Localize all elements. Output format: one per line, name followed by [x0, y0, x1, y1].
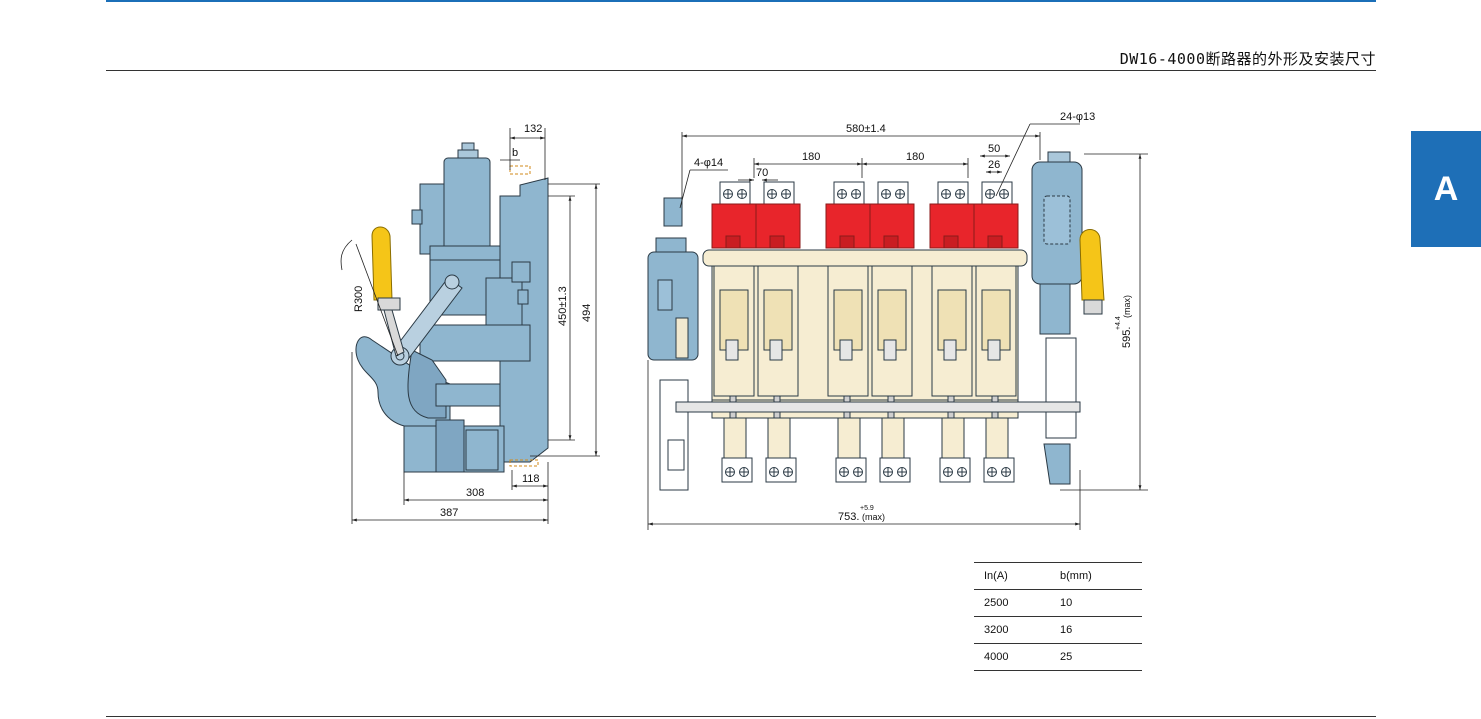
dim-753-tol: +5.9 — [860, 505, 874, 512]
pole-lower-bus — [837, 417, 861, 459]
dim-132: 132 — [524, 123, 542, 135]
dim-580: 580±1.4 — [846, 123, 886, 135]
front-left-accessory — [647, 251, 699, 361]
dim-r300: R300 — [353, 286, 365, 312]
pole-lower-bus — [941, 417, 965, 459]
pole-red-cover — [973, 203, 1019, 249]
dim-180-b: 180 — [906, 151, 924, 163]
table-header-row: In(A) b(mm) — [974, 562, 1142, 590]
cell-in: 2500 — [974, 589, 1049, 617]
dim-595-tol: +4.4 — [1115, 316, 1122, 330]
side-dim-lines — [340, 128, 600, 524]
front-poles — [711, 181, 1019, 483]
dim-50: 50 — [988, 143, 1000, 155]
pole-lower-bus — [985, 417, 1009, 459]
dim-118: 118 — [522, 473, 540, 485]
table-row: 4000 25 — [974, 643, 1142, 671]
dim-494: 494 — [581, 304, 593, 322]
dim-holes-24: 24-φ13 — [1060, 111, 1095, 123]
section-tab[interactable]: A — [1411, 131, 1481, 247]
cell-b: 10 — [1048, 589, 1142, 617]
side-mounting-plate — [499, 177, 549, 463]
cell-in: 3200 — [974, 616, 1049, 644]
dim-387: 387 — [440, 507, 458, 519]
front-dim-lines — [647, 123, 1148, 530]
header-b: b(mm) — [1048, 562, 1142, 590]
pole-lower-bus — [767, 417, 791, 459]
table-row: 3200 16 — [974, 616, 1142, 644]
side-view — [355, 142, 549, 473]
dim-450: 450±1.3 — [557, 286, 569, 326]
dim-595-max: (max) — [1122, 295, 1132, 318]
dim-308: 308 — [466, 487, 484, 499]
pole-red-cover — [711, 203, 757, 249]
dim-595: 595. — [1121, 327, 1133, 348]
cell-b: 25 — [1048, 643, 1142, 671]
page-title: DW16-4000断路器的外形及安装尺寸 — [1119, 50, 1376, 68]
dim-holes-4: 4-φ14 — [694, 157, 723, 169]
pole-lower-bus — [723, 417, 747, 459]
header-in: In(A) — [974, 562, 1049, 590]
dim-70: 70 — [756, 167, 768, 179]
top-accent-rule — [106, 0, 1376, 2]
side-cap — [457, 149, 479, 159]
front-main-shaft — [675, 401, 1081, 413]
cell-in: 4000 — [974, 643, 1049, 671]
side-frame-upper — [419, 183, 445, 255]
front-handle-grip — [1079, 229, 1105, 301]
rating-table: In(A) b(mm) 2500 10 3200 16 4000 25 — [974, 562, 1142, 671]
dim-26: 26 — [988, 159, 1000, 171]
dim-753: 753. — [838, 511, 859, 523]
table-row: 2500 10 — [974, 589, 1142, 617]
pole-lower-bus — [881, 417, 905, 459]
title-divider — [106, 70, 1376, 71]
side-handle-grip — [371, 226, 393, 301]
cell-b: 16 — [1048, 616, 1142, 644]
footer-rule — [106, 716, 1376, 717]
dim-b: b — [512, 147, 518, 159]
dim-753-max: (max) — [862, 512, 885, 522]
side-motor-block — [443, 157, 491, 257]
dim-180-a: 180 — [802, 151, 820, 163]
